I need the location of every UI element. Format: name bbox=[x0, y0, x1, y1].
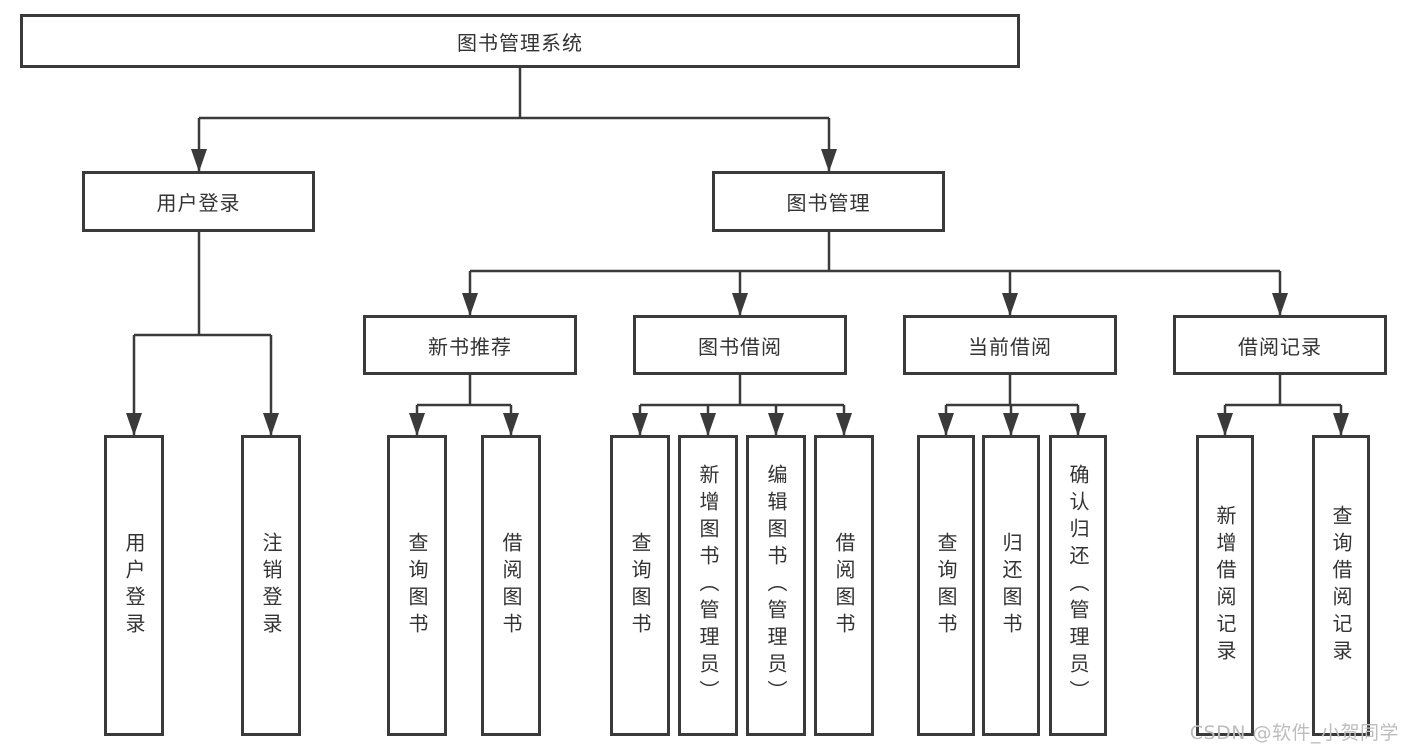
arrow-down-icon bbox=[191, 149, 207, 172]
arrow-down-icon bbox=[462, 293, 478, 316]
leaf-query-borrow-record: 查询借阅记录 bbox=[1312, 435, 1370, 736]
connector-lines bbox=[132, 68, 1343, 435]
leaf-user-login: 用户登录 bbox=[104, 435, 164, 736]
arrow-down-icon bbox=[1003, 413, 1019, 436]
leaf-borrow-books-recommend: 借阅图书 bbox=[481, 435, 541, 736]
arrow-down-icon bbox=[1217, 413, 1233, 436]
arrow-down-icon bbox=[732, 293, 748, 316]
arrow-down-icon bbox=[503, 413, 519, 436]
node-book-management-branch: 图书管理 bbox=[712, 171, 945, 232]
node-user-login-branch: 用户登录 bbox=[82, 171, 315, 232]
leaf-logout: 注销登录 bbox=[241, 435, 301, 736]
arrow-down-icon bbox=[1272, 293, 1288, 316]
arrow-down-icon bbox=[126, 413, 142, 436]
arrow-down-icon bbox=[1333, 413, 1349, 436]
arrow-down-icon bbox=[938, 413, 954, 436]
leaf-query-books-current: 查询图书 bbox=[917, 435, 975, 736]
csdn-watermark: CSDN @软件_小贺同学 bbox=[1189, 722, 1399, 744]
node-library-system-root: 图书管理系统 bbox=[20, 14, 1020, 68]
arrow-down-icon bbox=[632, 413, 648, 436]
arrow-down-icon bbox=[700, 413, 716, 436]
leaf-add-borrow-record: 新增借阅记录 bbox=[1196, 435, 1254, 736]
leaf-confirm-return-admin: 确认归还（管理员） bbox=[1049, 435, 1107, 736]
leaf-query-books-borrow: 查询图书 bbox=[610, 435, 670, 736]
arrow-down-icon bbox=[1002, 293, 1018, 316]
arrow-down-icon bbox=[263, 413, 279, 436]
node-book-borrowing: 图书借阅 bbox=[633, 315, 847, 375]
arrow-down-icon bbox=[768, 413, 784, 436]
arrow-down-icon bbox=[836, 413, 852, 436]
leaf-borrow-books-borrow: 借阅图书 bbox=[814, 435, 874, 736]
arrow-down-icon bbox=[1070, 413, 1086, 436]
leaf-return-books: 归还图书 bbox=[982, 435, 1040, 736]
arrow-down-icon bbox=[409, 413, 425, 436]
leaf-query-books-recommend: 查询图书 bbox=[387, 435, 447, 736]
leaf-add-books-admin: 新增图书（管理员） bbox=[678, 435, 738, 736]
node-new-book-recommend: 新书推荐 bbox=[363, 315, 577, 375]
arrow-down-icon bbox=[821, 149, 837, 172]
node-current-borrowing: 当前借阅 bbox=[903, 315, 1117, 375]
node-borrowing-records: 借阅记录 bbox=[1173, 315, 1387, 375]
leaf-edit-books-admin: 编辑图书（管理员） bbox=[746, 435, 806, 736]
